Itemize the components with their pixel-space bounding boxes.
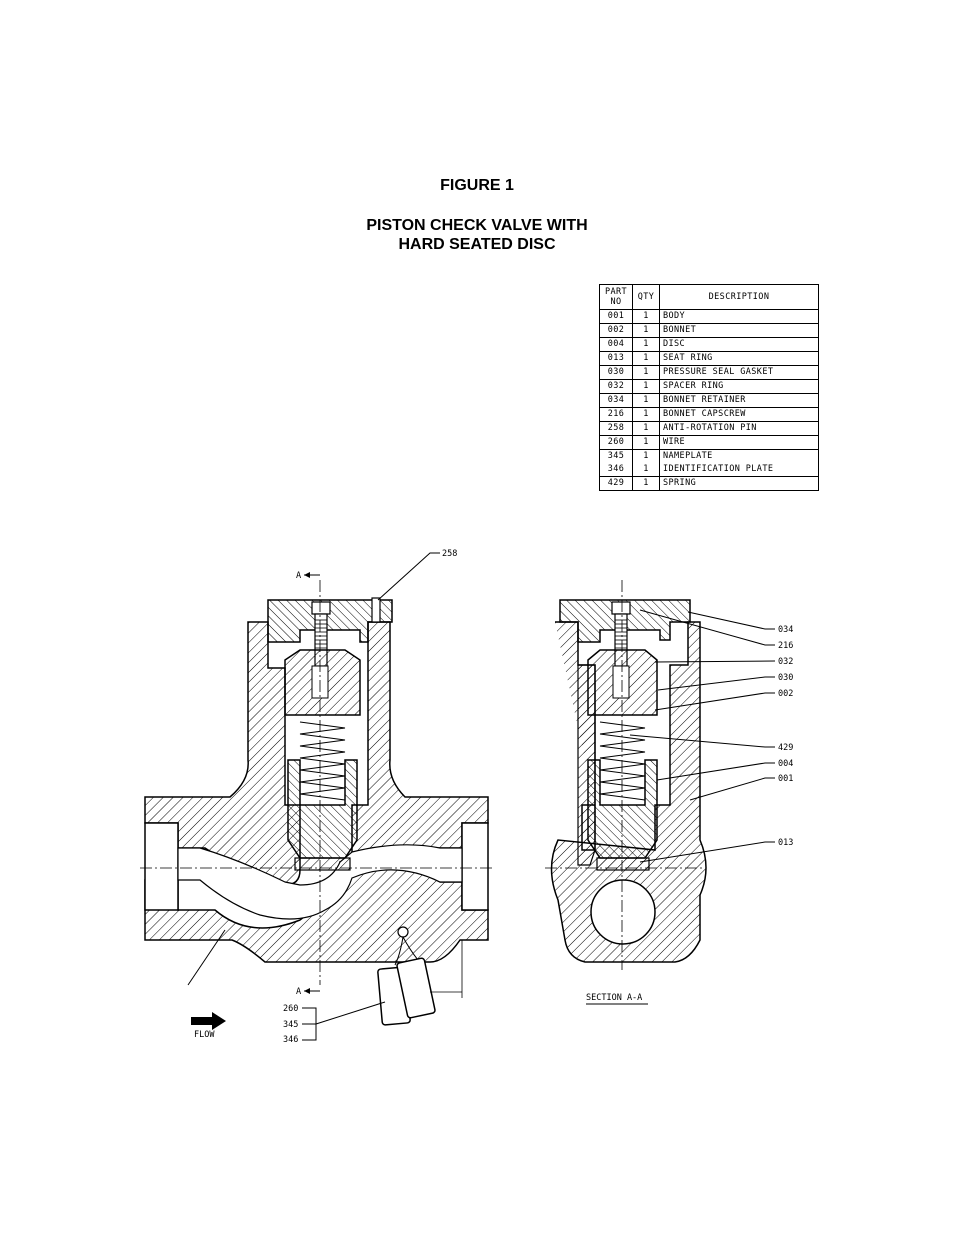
callout-013: 013 [778, 838, 793, 848]
header-qty: QTY [632, 284, 660, 310]
figure-label: FIGURE 1 [440, 177, 514, 194]
figure-title-line2: HARD SEATED DISC [398, 236, 556, 253]
callout-034: 034 [778, 625, 793, 635]
spring [299, 721, 346, 801]
callout-001: 001 [778, 774, 793, 784]
callout-002: 002 [778, 689, 793, 699]
callout-004: 004 [778, 759, 793, 769]
callout-429: 429 [778, 743, 793, 753]
parts-cell-desc: SPRING [659, 476, 819, 491]
anti-rotation-pin [371, 597, 381, 623]
header-part-no-line1: PART [604, 287, 628, 297]
bonnet-retainer [267, 599, 393, 643]
flow-label: FLOW [194, 1030, 215, 1040]
header-part-no-line2: NO [610, 297, 622, 307]
main-section-view: A A FLOW 258 260 345 346 [140, 549, 495, 1045]
callout-216: 216 [778, 641, 793, 651]
callout-258: 258 [442, 549, 457, 559]
section-port [590, 879, 656, 945]
section-marker-top: A [296, 571, 301, 581]
callout-260: 260 [283, 1004, 298, 1014]
callout-032: 032 [778, 657, 793, 667]
section-aa-view: SECTION A-A 034 216 032 030 002 429 004 … [545, 580, 793, 1005]
callout-030: 030 [778, 673, 793, 683]
outlet-socket [461, 822, 489, 911]
section-label: SECTION A-A [586, 993, 642, 1003]
flow-arrow [191, 1012, 226, 1030]
callout-345: 345 [283, 1020, 298, 1030]
figure-title-line1: PISTON CHECK VALVE WITH [366, 217, 588, 234]
callout-346: 346 [283, 1035, 298, 1045]
section-spring [599, 721, 646, 801]
identification-plate-tag [396, 957, 436, 1019]
section-marker-bottom: A [296, 987, 301, 997]
inlet-socket [144, 822, 179, 911]
section-disc [587, 759, 658, 859]
disc [287, 759, 358, 859]
nameplate-wire [394, 936, 419, 966]
parts-table-header: PART NO QTY DESCRIPTION [599, 284, 819, 310]
bonnet-capscrew [311, 601, 331, 615]
parts-cell-desc: NAMEPLATE [659, 449, 819, 463]
parts-cell-part: 260 [599, 435, 633, 450]
parts-cell-desc: WIRE [659, 435, 819, 450]
seat-ring [294, 857, 351, 871]
